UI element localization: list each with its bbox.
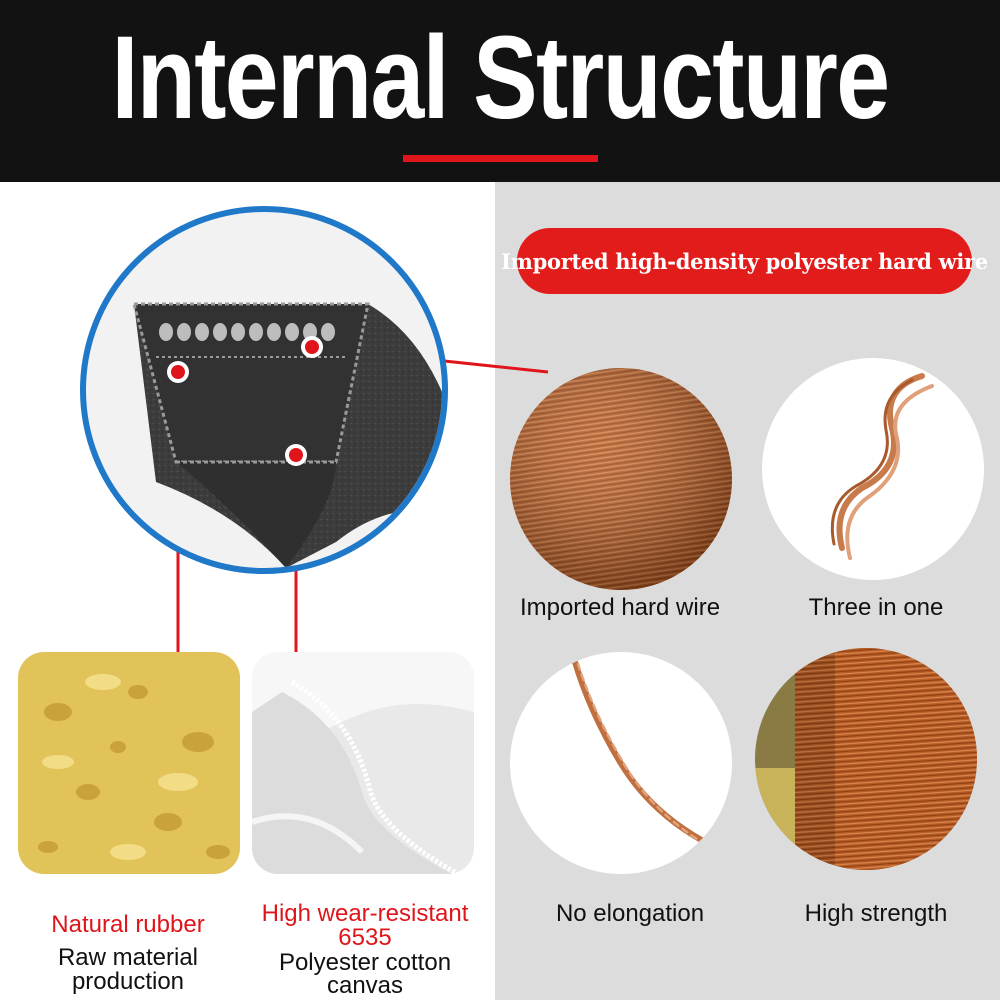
feature-image-high-strength bbox=[755, 648, 977, 870]
feature-badge: Imported high-density polyester hard wir… bbox=[501, 228, 988, 294]
material-title-line1-canvas: High wear-resistant bbox=[261, 900, 469, 927]
page-title: Internal Structure bbox=[111, 12, 891, 144]
feature-image-no-elongation bbox=[510, 652, 732, 874]
material-image-canvas bbox=[252, 652, 474, 874]
material-subtitle-line2-canvas: canvas bbox=[326, 972, 404, 999]
material-title-line2-canvas: 6535 bbox=[338, 924, 392, 951]
feature-label-high-strength: High strength bbox=[804, 900, 948, 927]
feature-image-three-in-one bbox=[762, 358, 984, 580]
material-subtitle-line2-natural-rubber: production bbox=[71, 968, 185, 995]
feature-image-imported-hard-wire bbox=[510, 368, 732, 590]
feature-label-no-elongation: No elongation bbox=[555, 900, 705, 927]
belt-cross-section-image bbox=[80, 206, 448, 574]
feature-label-imported-hard-wire: Imported hard wire bbox=[519, 594, 721, 621]
material-image-natural-rubber bbox=[18, 652, 240, 874]
title-underline bbox=[403, 155, 598, 162]
material-subtitle-line1-canvas: Polyester cotton bbox=[278, 949, 452, 976]
material-subtitle-line1-natural-rubber: Raw material bbox=[57, 944, 199, 971]
header-bar: Internal Structure bbox=[0, 0, 1000, 182]
feature-label-three-in-one: Three in one bbox=[808, 594, 944, 621]
material-title-natural-rubber: Natural rubber bbox=[51, 911, 205, 938]
